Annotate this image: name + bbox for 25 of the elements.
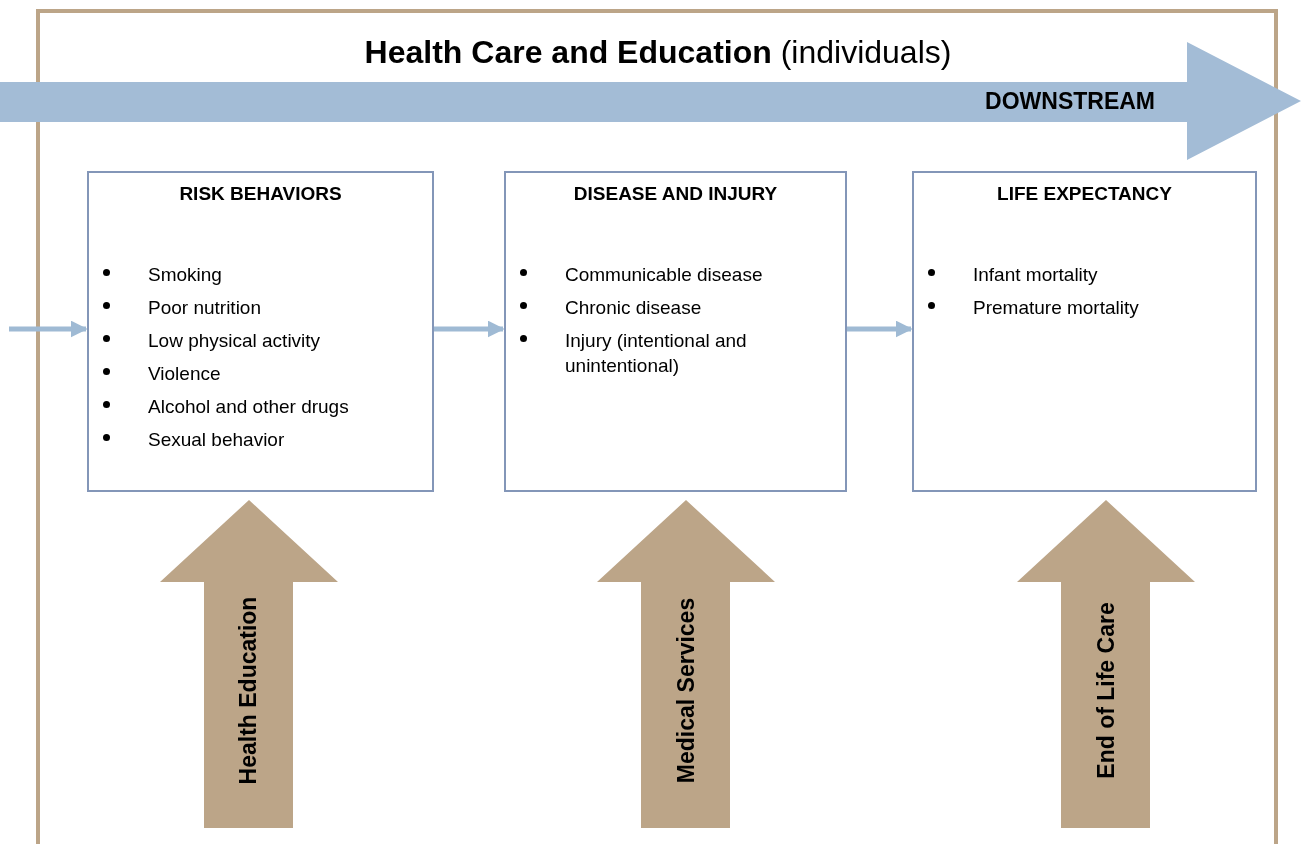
list-item: Poor nutrition <box>148 296 262 320</box>
content-box <box>912 171 1257 492</box>
list-item: Chronic disease <box>565 296 703 320</box>
box-heading: LIFE EXPECTANCY <box>996 183 1173 205</box>
list-item: Communicable disease <box>565 263 764 287</box>
arrow-label: End of Life Care <box>1092 601 1120 779</box>
list-item: Infant mortality <box>973 263 1099 287</box>
content-box <box>87 171 434 492</box>
arrow-label: Health Education <box>235 596 263 784</box>
box-heading: RISK BEHAVIORS <box>178 183 343 205</box>
arrow <box>847 320 913 338</box>
list-item: Violence <box>148 362 222 386</box>
content-box <box>504 171 847 492</box>
arrow <box>9 320 88 338</box>
list-item: Sexual behavior <box>148 428 286 452</box>
arrow-label: DOWNSTREAM <box>985 88 1155 115</box>
arrow <box>434 320 505 338</box>
list-item: Alcohol and other drugs <box>148 395 350 419</box>
list-item: Smoking <box>148 263 223 287</box>
arrow-label: Medical Services <box>672 597 700 783</box>
diagram-title: Health Care and Education (individuals) <box>363 34 953 71</box>
list-item: Injury (intentional and unintentional) <box>565 329 748 378</box>
box-heading: DISEASE AND INJURY <box>572 183 779 205</box>
list-item: Low physical activity <box>148 329 322 353</box>
list-item: Premature mortality <box>973 296 1140 320</box>
